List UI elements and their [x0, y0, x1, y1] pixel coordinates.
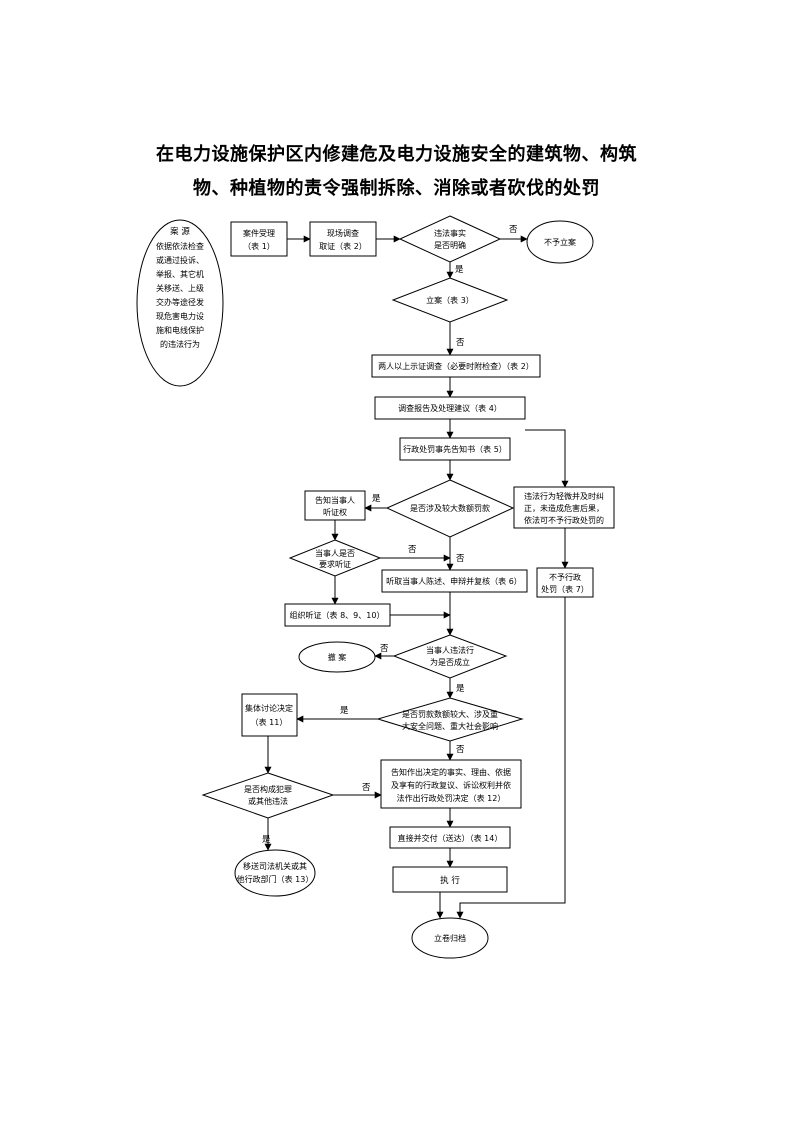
facts-clear-line-2: 是否明确: [434, 240, 466, 250]
edge-nopenalty-archive: [456, 597, 566, 919]
no-penalty-box: 不予行政 处罚（表 7）: [536, 567, 594, 598]
source-line-3: 举报、其它机: [156, 269, 204, 279]
title-line-1: 在电力设施保护区内修建危及电力设施安全的建筑物、构筑: [156, 144, 637, 165]
notice-box: 行政处罚事先告知书（表 5）: [399, 437, 511, 461]
file-case-diamond: 立案（表 3）: [391, 277, 509, 323]
delivery-label: 直接并交付（送达）（表 14）: [398, 833, 503, 843]
violation-line-2: 为是否成立: [430, 657, 470, 667]
violation-line-1: 当事人违法行: [426, 645, 474, 655]
facts-clear-diamond: 违法事实 是否明确: [398, 215, 502, 263]
label-major-no: 否: [456, 554, 465, 564]
hearing-notice-line-1: 告知当事人: [315, 495, 355, 505]
statement-review-label: 听取当事人陈述、申辩并复核（表 6）: [386, 576, 522, 586]
investigation-box: 两人以上示证调查（必要时附检查）（表 2）: [371, 354, 541, 378]
archive-label: 立卷归档: [434, 933, 466, 943]
collective-check-line-1: 是否罚款数额较大、涉及重: [402, 709, 498, 719]
source-line-4: 关移送、上级: [156, 283, 204, 293]
investigation-label: 两人以上示证调查（必要时附检查）（表 2）: [378, 361, 534, 371]
source-ellipse: 案 源 依据依法检查 或通过投诉、 举报、其它机 关移送、上级 交办等途径发 现…: [136, 219, 224, 387]
crime-check-line-2: 或其他违法: [248, 796, 288, 806]
archive-ellipse: 立卷归档: [411, 917, 489, 959]
case-accept-line-2: （表 1）: [243, 241, 275, 251]
file-case-label: 立案（表 3）: [426, 295, 474, 305]
major-penalty-diamond: 是否涉及较大数额罚款: [385, 479, 515, 538]
major-penalty-label: 是否涉及较大数额罚款: [410, 503, 490, 513]
execute-label: 执 行: [440, 875, 460, 886]
label-major-yes: 是: [372, 494, 381, 504]
label-file-no: 否: [456, 338, 465, 348]
hearing-notice-line-2: 听证权: [323, 507, 347, 517]
collective-check-diamond: 是否罚款数额较大、涉及重 大安全问题、重大社会影响: [376, 697, 524, 742]
collective-check-line-2: 大安全问题、重大社会影响: [402, 721, 498, 731]
no-case-ellipse: 不予立案: [526, 220, 594, 264]
edge-labels: 否 是 否 是 否 否 否 是 是 否 否 是: [262, 225, 518, 845]
source-line-1: 依据依法检查: [156, 241, 204, 251]
close-case-label: 撤 案: [328, 652, 347, 662]
site-survey-box: 现场调查 取证（表 2）: [309, 221, 377, 257]
hearing-request-line-1: 当事人是否: [315, 548, 355, 558]
transfer-line-1: 移送司法机关或其: [243, 861, 307, 871]
crime-check-line-1: 是否构成犯罪: [244, 784, 292, 794]
decision-box: 告知作出决定的事实、理由、依据 及享有的行政复议、诉讼权利并依 法作出行政处罚决…: [380, 759, 522, 809]
hearing-request-line-2: 要求听证: [319, 559, 351, 569]
decision-line-2: 及享有的行政复议、诉讼权利并依: [391, 780, 511, 790]
page-title: 在电力设施保护区内修建危及电力设施安全的建筑物、构筑 物、种植物的责令强制拆除、…: [0, 138, 793, 206]
label-facts-no: 否: [509, 225, 518, 235]
violation-diamond: 当事人违法行 为是否成立: [392, 634, 508, 679]
no-penalty-line-1: 不予行政: [549, 572, 581, 582]
hearing-box: 组织听证（表 8、9、10）: [284, 603, 391, 627]
source-line-8: 的违法行为: [160, 339, 200, 349]
minor-case-line-3: 依法可不予行政处罚的: [524, 515, 604, 525]
transfer-ellipse: 移送司法机关或其 他行政部门（表 13）: [234, 849, 316, 897]
site-survey-line-1: 现场调查: [327, 228, 359, 238]
site-survey-line-2: 取证（表 2）: [319, 241, 367, 251]
execute-box: 执 行: [392, 866, 508, 893]
no-case-label: 不予立案: [544, 237, 576, 247]
hearing-label: 组织听证（表 8、9、10）: [290, 610, 385, 620]
source-head: 案 源: [170, 226, 190, 237]
report-box: 调查报告及处理建议（表 4）: [374, 396, 526, 420]
title-line-2: 物、种植物的责令强制拆除、消除或者砍伐的处罚: [193, 178, 600, 199]
label-facts-yes: 是: [455, 265, 464, 275]
source-line-6: 现危害电力设: [156, 311, 204, 321]
case-accept-line-1: 案件受理: [243, 228, 275, 238]
no-penalty-line-2: 处罚（表 7）: [541, 584, 589, 594]
minor-case-box: 违法行为轻微并及时纠 正，未造成危害后果， 依法可不予行政处罚的: [513, 486, 615, 529]
crime-check-diamond: 是否构成犯罪 或其他违法: [201, 772, 335, 819]
minor-case-line-1: 违法行为轻微并及时纠: [524, 491, 604, 501]
decision-line-3: 法作出行政处罚决定（表 12）: [397, 793, 506, 803]
hearing-notice-box: 告知当事人 听证权: [304, 490, 366, 521]
collective-decision-line-1: 集体讨论决定: [245, 703, 293, 713]
decision-line-1: 告知作出决定的事实、理由、依据: [391, 767, 511, 777]
report-label: 调查报告及处理建议（表 4）: [398, 403, 502, 413]
edges: [264, 235, 569, 919]
facts-clear-line-1: 违法事实: [434, 228, 466, 238]
hearing-request-diamond: 当事人是否 要求听证: [288, 539, 382, 577]
edge-report-minor: [525, 429, 569, 488]
notice-label: 行政处罚事先告知书（表 5）: [403, 444, 507, 454]
label-collective-no: 否: [456, 745, 465, 755]
minor-case-line-2: 正，未造成危害后果，: [524, 503, 604, 513]
collective-decision-box: 集体讨论决定 （表 11）: [241, 693, 298, 737]
source-line-2: 或通过投诉、: [156, 255, 204, 265]
label-hearing-no: 否: [408, 545, 417, 555]
transfer-line-2: 他行政部门（表 13）: [237, 874, 314, 884]
delivery-box: 直接并交付（送达）（表 14）: [389, 826, 511, 849]
label-violation-no: 否: [380, 644, 389, 654]
label-crime-no: 否: [362, 783, 371, 793]
label-collective-yes: 是: [340, 706, 349, 716]
close-case-ellipse: 撤 案: [298, 641, 376, 673]
collective-decision-line-2: （表 11）: [251, 717, 288, 727]
source-line-5: 交办等途径发: [156, 297, 204, 307]
statement-review-box: 听取当事人陈述、申辩并复核（表 6）: [381, 569, 528, 593]
label-violation-yes: 是: [456, 684, 465, 694]
label-crime-yes: 是: [262, 835, 271, 845]
source-line-7: 施和电线保护: [156, 325, 204, 335]
case-accept-box: 案件受理 （表 1）: [230, 221, 288, 257]
